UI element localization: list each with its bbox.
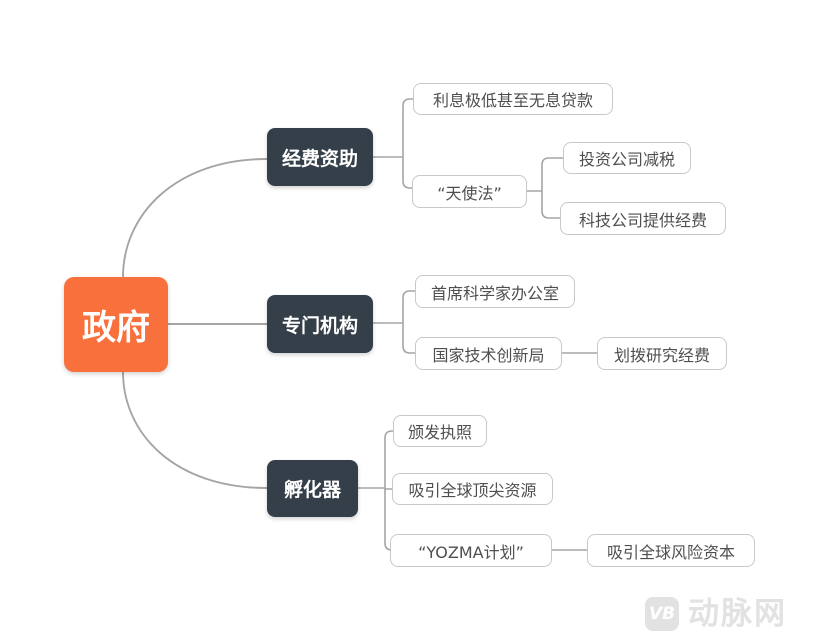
leaf-investment-tax-cut[interactable]: 投资公司减税 bbox=[563, 142, 691, 174]
edge-agency-children bbox=[402, 290, 416, 354]
leaf-tech-company-funding[interactable]: 科技公司提供经费 bbox=[560, 202, 726, 235]
branch-node-incubator[interactable]: 孵化器 bbox=[267, 460, 358, 517]
leaf-attract-venture-capital[interactable]: 吸引全球风险资本 bbox=[587, 534, 755, 567]
vb-logo-icon: VB bbox=[645, 597, 679, 631]
leaf-chief-scientist-office[interactable]: 首席科学家办公室 bbox=[415, 275, 575, 308]
edge-root-funding bbox=[122, 158, 268, 278]
edge-angel-children bbox=[541, 157, 564, 219]
leaf-national-innovation-bureau[interactable]: 国家技术创新局 bbox=[415, 337, 562, 370]
edge-root-incubator bbox=[122, 371, 268, 489]
root-node-government[interactable]: 政府 bbox=[64, 277, 168, 372]
edge-incubator-children bbox=[384, 430, 394, 551]
branch-node-funding[interactable]: 经费资助 bbox=[267, 128, 373, 186]
leaf-yozma-plan[interactable]: “YOZMA计划” bbox=[390, 534, 552, 567]
leaf-angel-law[interactable]: “天使法” bbox=[412, 175, 527, 208]
brand-name: 动脉网 bbox=[688, 596, 787, 632]
brand-watermark: VB 动脉网 bbox=[645, 597, 787, 631]
edge-funding-children bbox=[402, 98, 414, 189]
leaf-attract-top-resources[interactable]: 吸引全球顶尖资源 bbox=[392, 473, 553, 505]
leaf-low-interest-loans[interactable]: 利息极低甚至无息贷款 bbox=[413, 83, 613, 115]
branch-node-special-agency[interactable]: 专门机构 bbox=[267, 295, 373, 353]
leaf-allocate-research-funds[interactable]: 划拨研究经费 bbox=[597, 337, 727, 370]
leaf-issue-licenses[interactable]: 颁发执照 bbox=[393, 415, 487, 447]
